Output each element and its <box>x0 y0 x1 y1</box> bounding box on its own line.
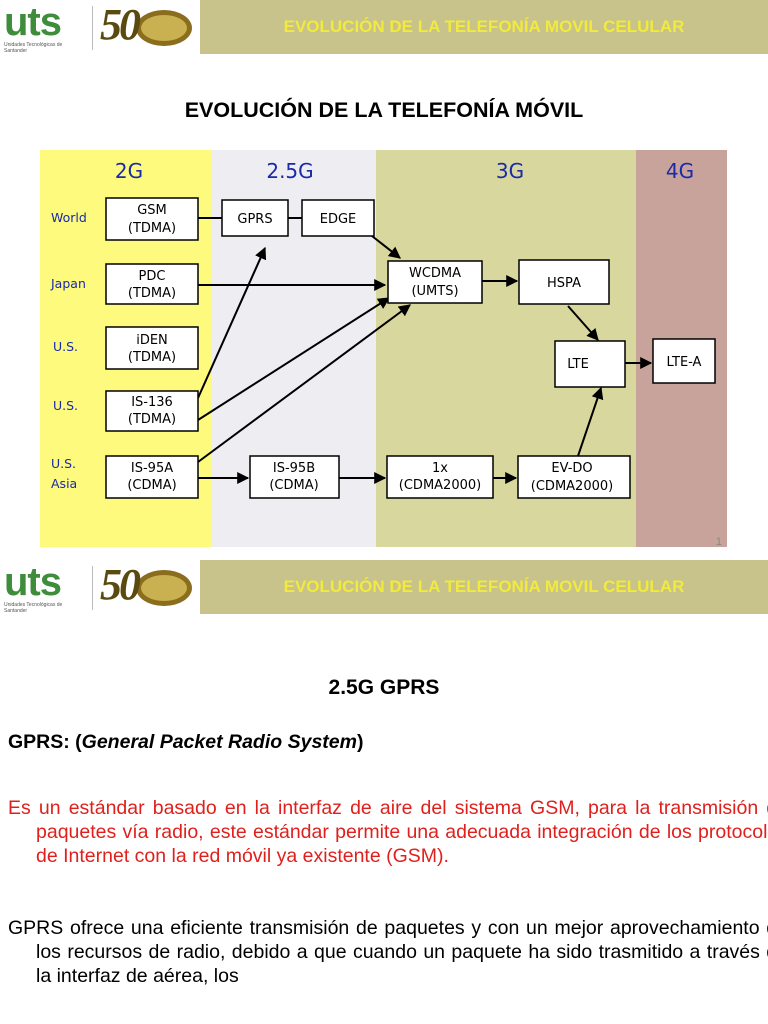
header-title: EVOLUCIÓN DE LA TELEFONÍA MOVIL CELULAR <box>283 577 685 596</box>
gen-label-2g: 2G <box>115 159 143 183</box>
node-ltea: LTE-A <box>652 338 716 384</box>
slide-header: uts Unidades Tecnológicas de Santander 5… <box>0 560 768 614</box>
region-label-japan: Japan <box>50 276 86 291</box>
slide-title: EVOLUCIÓN DE LA TELEFONÍA MÓVIL <box>184 98 584 122</box>
arrow-is136-gprs <box>197 246 267 399</box>
region-label-asia: Asia <box>51 476 77 491</box>
arrow-edge-wcdma <box>371 235 401 259</box>
slide-2: uts Unidades Tecnológicas de Santander 5… <box>0 560 768 1024</box>
logo-divider <box>92 566 93 610</box>
uts-logo: uts <box>4 560 62 604</box>
node-is95a: IS-95A (CDMA) <box>105 455 199 499</box>
slide-header: uts Unidades Tecnológicas de Santander 5… <box>0 0 768 54</box>
header-band: EVOLUCIÓN DE LA TELEFONÍA MOVIL CELULAR <box>200 0 768 54</box>
node-pdc: PDC (TDMA) <box>105 263 199 305</box>
logo-area: uts Unidades Tecnológicas de Santander 5… <box>0 0 200 54</box>
node-is136-line2: (TDMA) <box>128 412 176 427</box>
anniversary-ring-icon <box>136 10 192 46</box>
node-iden-line1: iDEN <box>136 333 168 348</box>
node-hspa: HSPA <box>518 259 610 305</box>
paragraph-gprs-benefits: GPRS ofrece una eficiente transmisión de… <box>8 917 768 987</box>
node-lte-label: LTE <box>567 357 589 372</box>
uts-logo-subtext: Unidades Tecnológicas de Santander <box>4 602 63 614</box>
slide-title: 2.5G GPRS <box>328 676 440 699</box>
node-iden-line2: (TDMA) <box>128 350 176 365</box>
arrow-is95a-wcdma <box>197 304 411 463</box>
node-edge-label: EDGE <box>320 212 357 227</box>
gprs-expansion: General Packet Radio System <box>81 731 357 753</box>
node-is95b: IS-95B (CDMA) <box>249 455 340 499</box>
node-gsm-line2: (TDMA) <box>128 221 176 236</box>
slide-1: uts Unidades Tecnológicas de Santander 5… <box>0 0 768 548</box>
node-is95a-line1: IS-95A <box>131 461 173 476</box>
node-evdo-line2: (CDMA2000) <box>531 479 613 494</box>
gprs-label: GPRS: ( <box>8 731 82 753</box>
node-gprs: GPRS <box>221 199 289 237</box>
node-1x-line1: 1x <box>432 461 448 476</box>
node-is95b-line1: IS-95B <box>273 461 315 476</box>
node-wcdma: WCDMA (UMTS) <box>387 260 483 304</box>
header-title: EVOLUCIÓN DE LA TELEFONÍA MOVIL CELULAR <box>283 17 685 36</box>
gen-label-4g: 4G <box>666 159 694 183</box>
region-label-us-1: U.S. <box>53 339 78 354</box>
uts-logo: uts <box>4 0 62 44</box>
node-wcdma-line2: (UMTS) <box>411 284 458 299</box>
node-wcdma-line1: WCDMA <box>409 266 461 281</box>
gprs-close: ) <box>356 731 364 753</box>
anniversary-ring-icon <box>136 570 192 606</box>
region-label-world: World <box>51 210 87 225</box>
node-evdo: EV-DO (CDMA2000) <box>517 455 631 499</box>
arrow-is136-wcdma <box>197 297 391 421</box>
node-pdc-line2: (TDMA) <box>128 286 176 301</box>
node-lte: LTE <box>554 340 626 388</box>
gen-label-3g: 3G <box>496 159 524 183</box>
node-is136-line1: IS-136 <box>131 395 173 410</box>
node-pdc-line1: PDC <box>139 269 166 284</box>
gprs-definition: GPRS: (General Packet Radio System) <box>8 731 363 754</box>
node-evdo-line1: EV-DO <box>551 461 592 476</box>
paragraph-standard: Es un estándar basado en la interfaz de … <box>8 797 768 867</box>
gen-label-2-5g: 2.5G <box>266 159 313 183</box>
node-gsm: GSM (TDMA) <box>105 197 199 241</box>
node-gsm-line1: GSM <box>137 203 167 218</box>
node-edge: EDGE <box>301 199 375 237</box>
header-band: EVOLUCIÓN DE LA TELEFONÍA MOVIL CELULAR <box>200 560 768 614</box>
region-label-us-3: U.S. <box>51 456 76 471</box>
logo-divider <box>92 6 93 50</box>
uts-logo-subtext: Unidades Tecnológicas de Santander <box>4 42 63 54</box>
anniversary-logo: 50 <box>100 0 141 49</box>
node-is95b-line2: (CDMA) <box>269 478 318 493</box>
node-is95a-line2: (CDMA) <box>127 478 176 493</box>
evolution-diagram: 2G 2.5G 3G 4G World Japan U.S. U.S. U.S.… <box>40 150 727 547</box>
node-1x-line2: (CDMA2000) <box>399 478 481 493</box>
node-gprs-label: GPRS <box>237 212 272 227</box>
diagram-connectors <box>197 217 653 484</box>
anniversary-logo: 50 <box>100 560 141 609</box>
node-ltea-label: LTE-A <box>667 355 702 370</box>
page-number: 1 <box>715 536 722 548</box>
node-1x: 1x (CDMA2000) <box>386 455 494 499</box>
node-is136: IS-136 (TDMA) <box>105 390 199 432</box>
logo-area: uts Unidades Tecnológicas de Santander 5… <box>0 560 200 614</box>
node-hspa-label: HSPA <box>547 276 581 291</box>
arrow-evdo-lte <box>577 386 604 457</box>
node-iden: iDEN (TDMA) <box>105 326 199 370</box>
region-label-us-2: U.S. <box>53 398 78 413</box>
arrow-hspa-lte <box>567 305 599 341</box>
